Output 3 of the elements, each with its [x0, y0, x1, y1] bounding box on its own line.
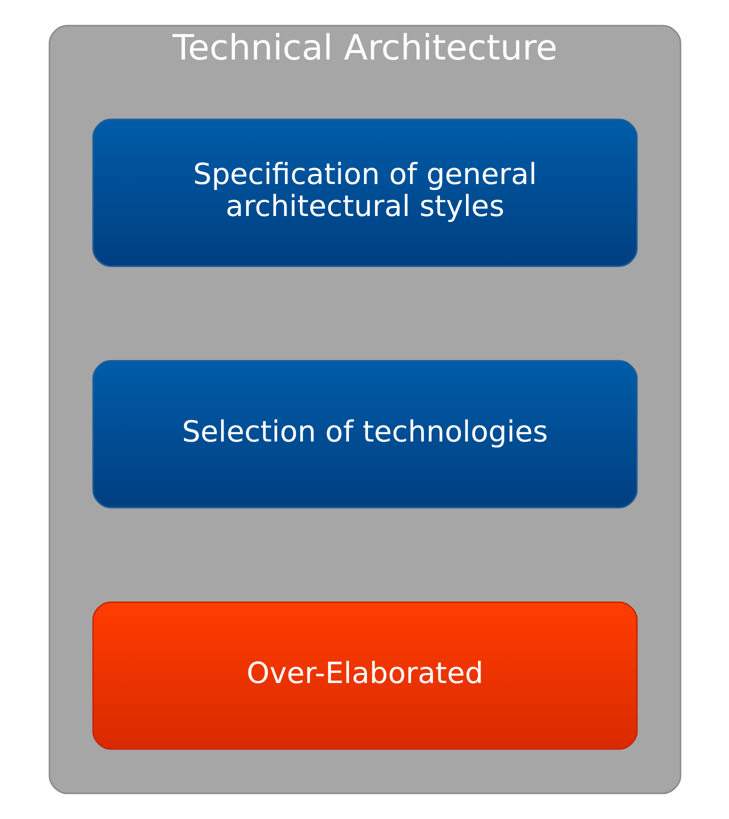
node-box: Over-Elaborated	[92, 601, 638, 750]
node-box: Selection of technologies	[92, 360, 638, 508]
node-box: Specification of general architectural styles	[92, 118, 638, 267]
